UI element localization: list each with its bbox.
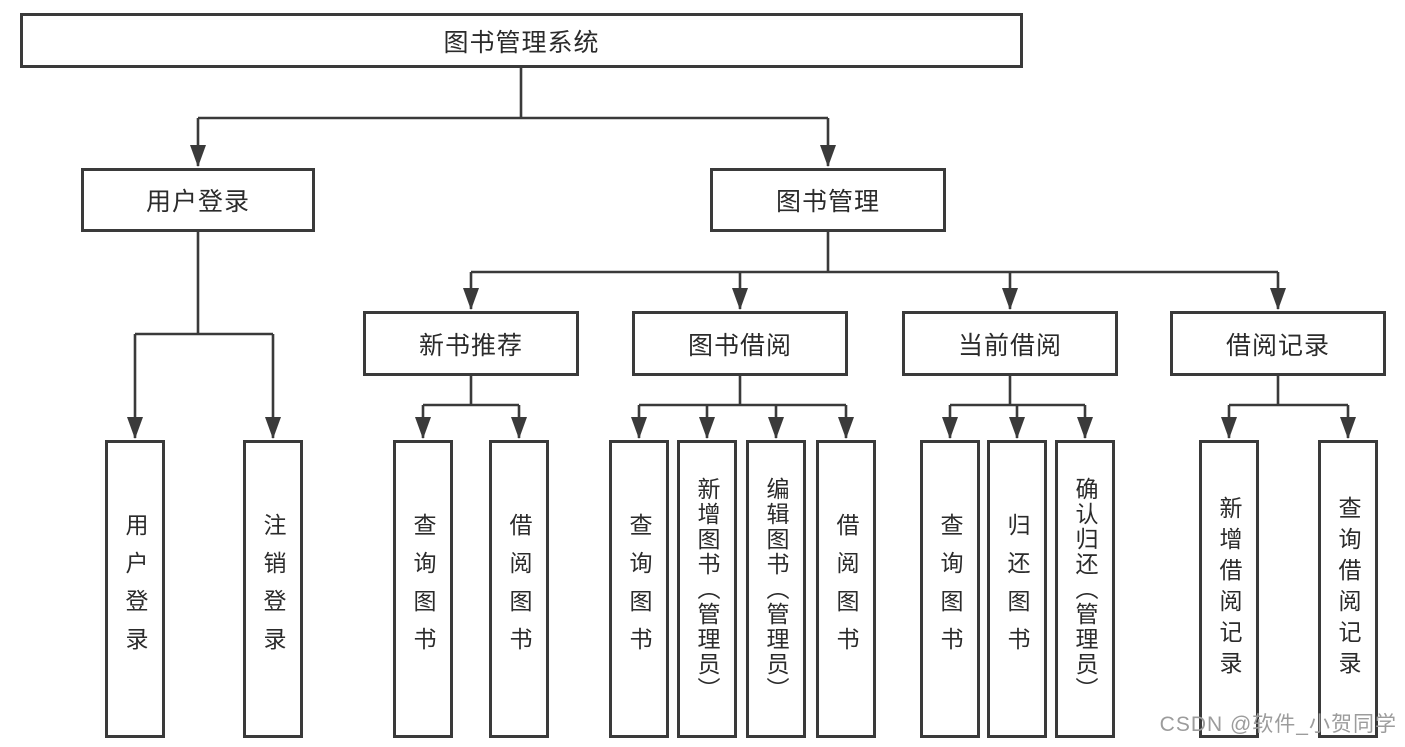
leaf-borrow-books-2: 借阅图书 bbox=[816, 440, 876, 738]
leaf-user-login-label: 用户登录 bbox=[122, 513, 148, 665]
leaf-query-books-2-label: 查询图书 bbox=[626, 513, 652, 665]
leaf-query-borrow-record: 查询借阅记录 bbox=[1318, 440, 1378, 738]
leaf-add-books-admin: 新增图书（管理员） bbox=[677, 440, 737, 738]
leaf-borrow-books-1-label: 借阅图书 bbox=[506, 513, 532, 665]
leaf-query-books-1: 查询图书 bbox=[393, 440, 453, 738]
watermark: CSDN @软件_小贺同学 bbox=[1159, 713, 1397, 736]
leaf-confirm-return-admin-label: 确认归还（管理员） bbox=[1072, 476, 1098, 702]
node-root-system: 图书管理系统 bbox=[20, 13, 1023, 68]
leaf-query-books-1-label: 查询图书 bbox=[410, 513, 436, 665]
leaf-return-books: 归还图书 bbox=[987, 440, 1047, 738]
leaf-add-borrow-record-label: 新增借阅记录 bbox=[1216, 496, 1242, 682]
node-book-management: 图书管理 bbox=[710, 168, 946, 232]
node-new-book-recommend-label: 新书推荐 bbox=[418, 331, 523, 360]
node-current-borrow: 当前借阅 bbox=[902, 311, 1118, 376]
leaf-confirm-return-admin: 确认归还（管理员） bbox=[1055, 440, 1115, 738]
leaf-logout: 注销登录 bbox=[243, 440, 303, 738]
leaf-edit-books-admin-label: 编辑图书（管理员） bbox=[763, 476, 789, 702]
node-borrow-records-label: 借阅记录 bbox=[1225, 331, 1330, 360]
node-borrow-records: 借阅记录 bbox=[1170, 311, 1386, 376]
leaf-query-books-3-label: 查询图书 bbox=[937, 513, 963, 665]
leaf-return-books-label: 归还图书 bbox=[1004, 513, 1030, 665]
leaf-query-borrow-record-label: 查询借阅记录 bbox=[1335, 496, 1361, 682]
node-user-login-label: 用户登录 bbox=[145, 188, 250, 216]
node-new-book-recommend: 新书推荐 bbox=[363, 311, 579, 376]
leaf-borrow-books-2-label: 借阅图书 bbox=[833, 513, 859, 665]
leaf-add-books-admin-label: 新增图书（管理员） bbox=[694, 476, 720, 702]
node-book-borrow: 图书借阅 bbox=[632, 311, 848, 376]
leaf-edit-books-admin: 编辑图书（管理员） bbox=[746, 440, 806, 738]
leaf-logout-label: 注销登录 bbox=[260, 513, 286, 665]
leaf-user-login: 用户登录 bbox=[105, 440, 165, 738]
node-user-login-branch: 用户登录 bbox=[81, 168, 315, 232]
leaf-borrow-books-1: 借阅图书 bbox=[489, 440, 549, 738]
node-root-label: 图书管理系统 bbox=[443, 28, 600, 57]
leaf-query-books-3: 查询图书 bbox=[920, 440, 980, 738]
leaf-add-borrow-record: 新增借阅记录 bbox=[1199, 440, 1259, 738]
node-current-borrow-label: 当前借阅 bbox=[957, 331, 1062, 360]
leaf-query-books-2: 查询图书 bbox=[609, 440, 669, 738]
node-book-borrow-label: 图书借阅 bbox=[687, 331, 792, 360]
node-book-management-label: 图书管理 bbox=[775, 188, 880, 216]
